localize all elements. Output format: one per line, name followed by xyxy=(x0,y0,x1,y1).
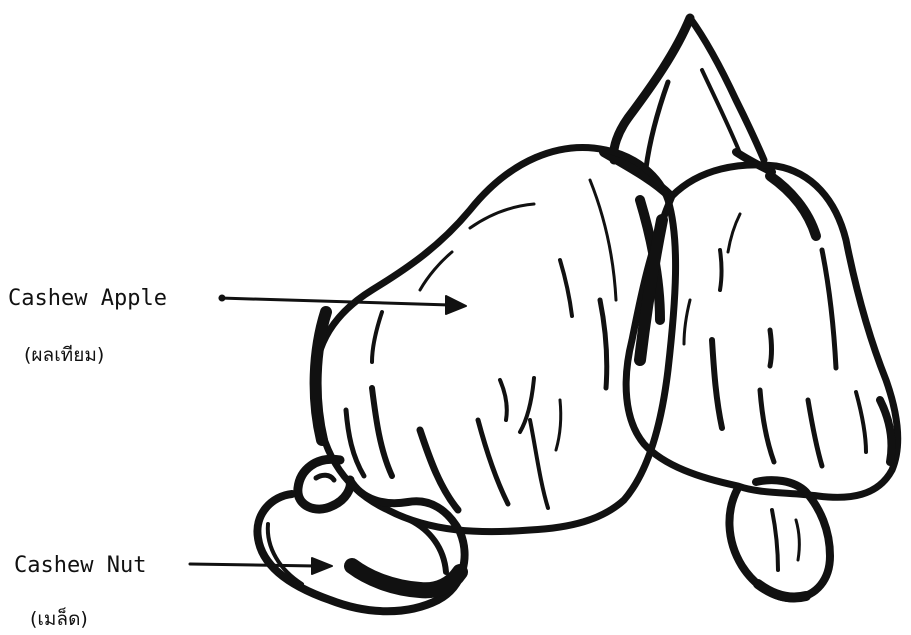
cashew-nut-left xyxy=(257,459,464,611)
cashew-apple-left xyxy=(315,148,676,532)
cashew-apple-thai-label: (ผลเทียม) xyxy=(24,340,104,370)
arrow-cashew-nut xyxy=(190,558,332,574)
cashew-apple-label: Cashew Apple xyxy=(8,286,167,311)
cashew-nut-thai-label: (เมล็ด) xyxy=(30,604,88,634)
cashew-nut-right xyxy=(729,480,830,598)
stem xyxy=(604,18,772,196)
cashew-apple-right xyxy=(626,165,898,497)
cashew-nut-label: Cashew Nut xyxy=(14,553,146,578)
